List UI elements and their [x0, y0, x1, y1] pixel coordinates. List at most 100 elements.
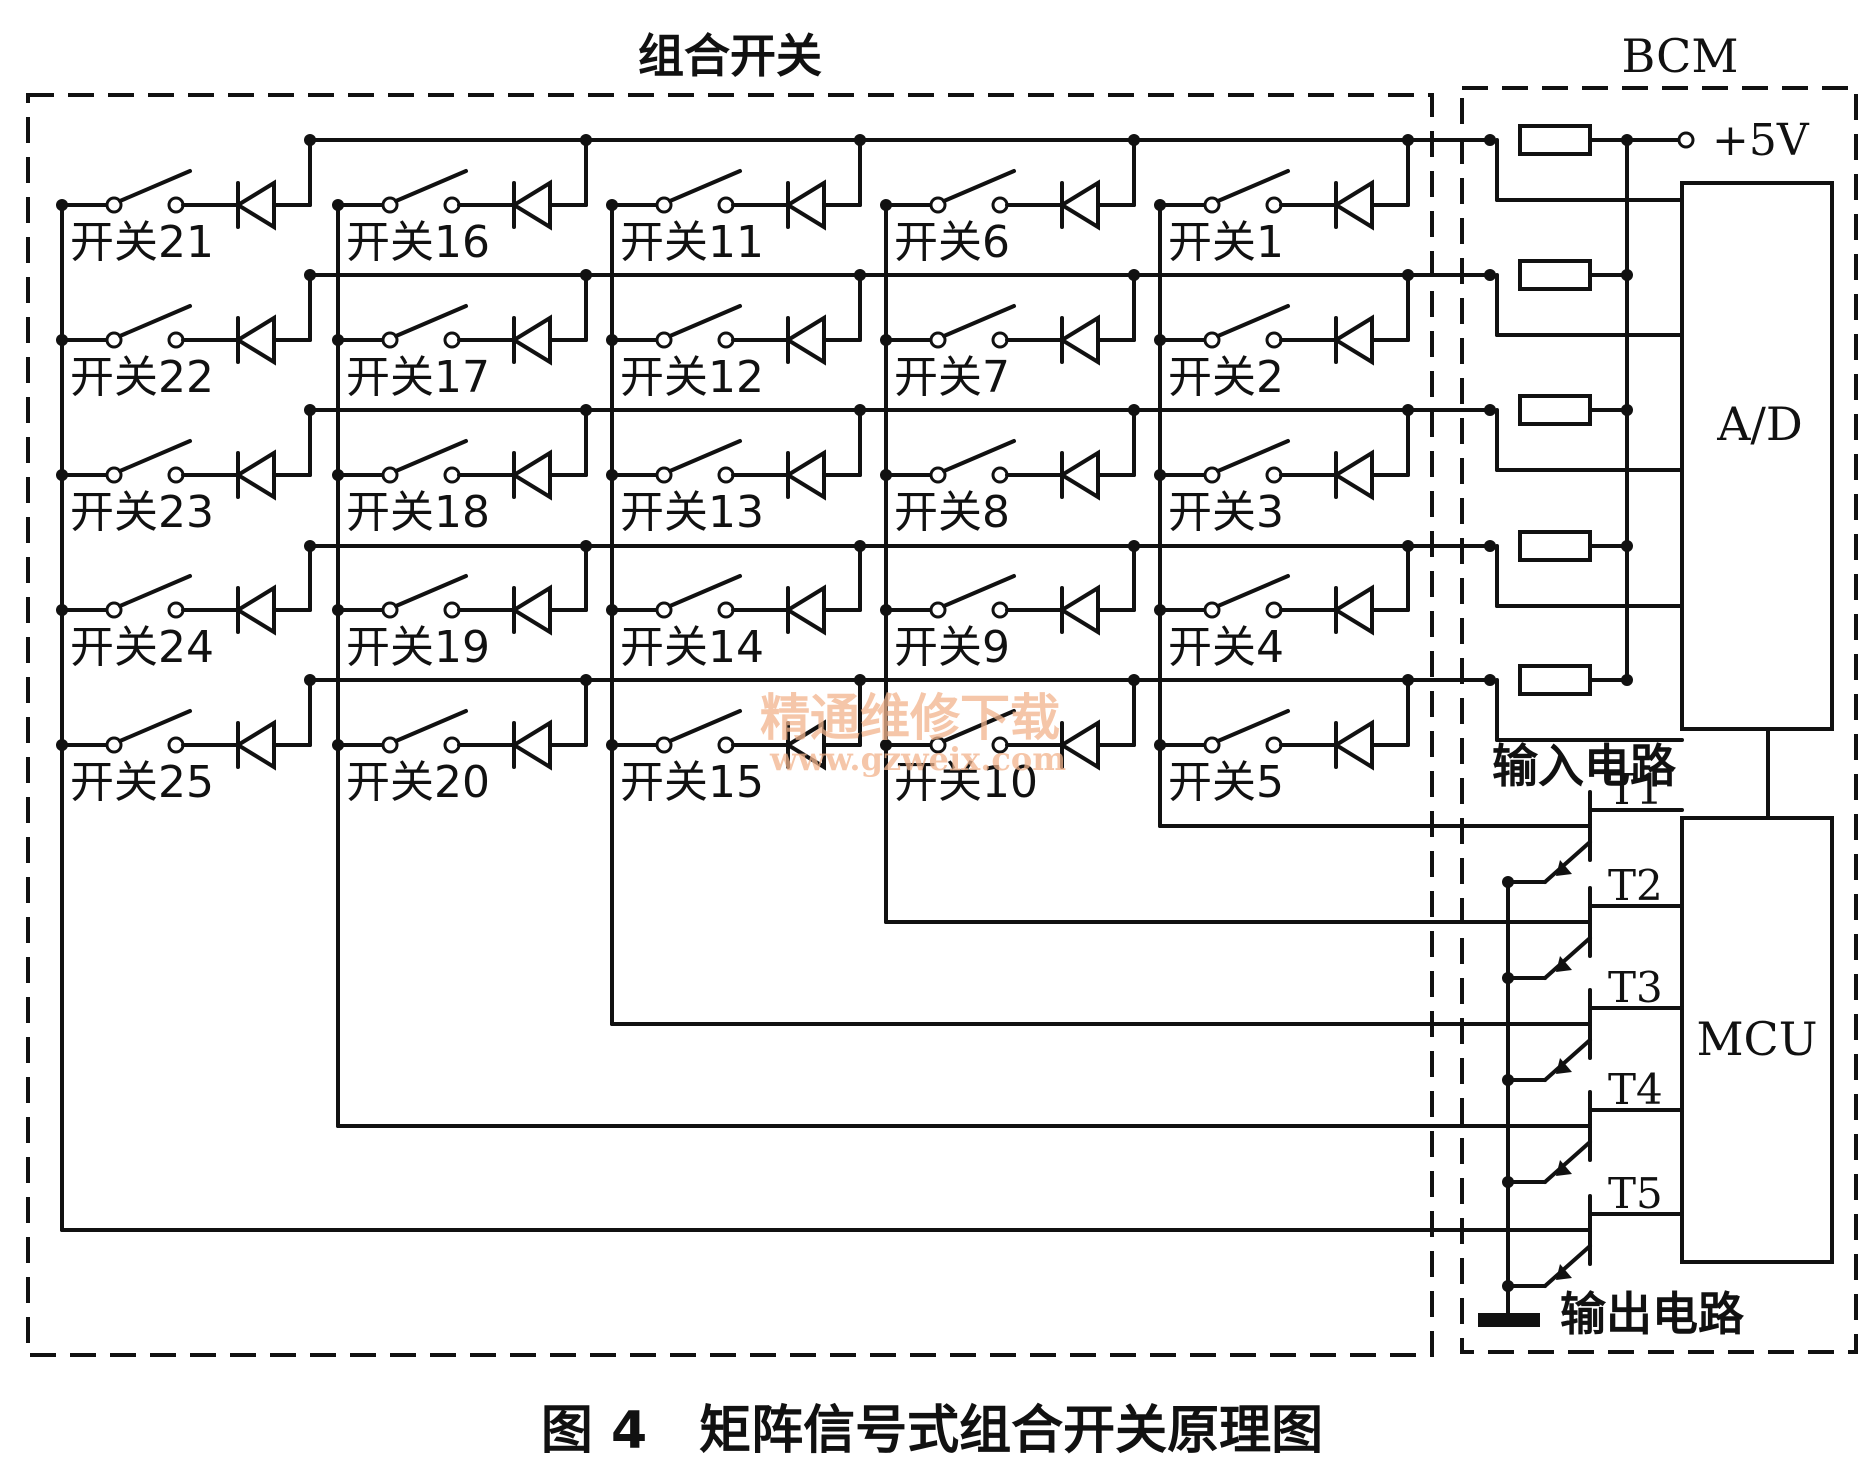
- switch-contact: [1265, 466, 1283, 484]
- switch-cell: 开关22: [56, 269, 316, 403]
- switch-contact: [717, 331, 735, 349]
- switch-contact: [717, 601, 735, 619]
- switch-contact: [991, 331, 1009, 349]
- switch-cell: 开关14: [606, 540, 866, 673]
- switch-contact: [929, 736, 947, 754]
- transistor-1: T1: [1502, 765, 1684, 888]
- switch-contact: [929, 466, 947, 484]
- switch-label: 开关6: [894, 217, 1010, 268]
- input-circuit-label: 输入电路: [1492, 739, 1677, 793]
- switch-label: 开关17: [346, 352, 490, 403]
- switch-contact: [167, 601, 185, 619]
- pullup-resistor: [1518, 664, 1592, 696]
- watermark-url: www.gzweix.com: [769, 740, 1066, 778]
- switch-cell: 开关18: [332, 404, 592, 538]
- switch-blade: [668, 304, 742, 338]
- diode-symbol: [234, 449, 276, 501]
- switch-contact: [655, 736, 673, 754]
- switch-contact: [443, 736, 461, 754]
- diode-symbol: [234, 584, 276, 636]
- switch-label: 开关5: [1168, 757, 1284, 808]
- transistor-emitter: [1543, 1244, 1592, 1288]
- bus-junction-dot: [1128, 674, 1140, 686]
- switch-label: 开关24: [70, 622, 214, 673]
- switch-contact: [717, 466, 735, 484]
- switch-blade: [1216, 574, 1290, 608]
- emitter-arrow-icon: [1556, 956, 1572, 972]
- diode-symbol: [1058, 719, 1100, 771]
- switch-blade: [668, 574, 742, 608]
- emitter-arrow-icon: [1556, 860, 1572, 876]
- switch-contact: [1203, 466, 1221, 484]
- emitter-arrow-icon: [1556, 1160, 1572, 1176]
- emitter-arrow-icon: [1556, 1058, 1572, 1074]
- switch-contact: [105, 466, 123, 484]
- switch-contact: [929, 331, 947, 349]
- switch-block-frame: [26, 93, 1434, 1357]
- emitter-junction-dot: [1502, 1074, 1514, 1086]
- switch-label: 开关15: [620, 757, 764, 808]
- switch-cell: 开关24: [56, 540, 316, 673]
- bus-junction-dot: [854, 674, 866, 686]
- switch-blade: [668, 709, 742, 743]
- switch-cell: 开关13: [606, 404, 866, 538]
- pullup-junction-dot: [1621, 540, 1633, 552]
- diode-symbol: [510, 314, 552, 366]
- pullup-junction-dot: [1621, 404, 1633, 416]
- switch-cell: 开关2: [1154, 269, 1414, 403]
- switch-label: 开关12: [620, 352, 764, 403]
- diode-symbol: [1058, 449, 1100, 501]
- diode-symbol: [1332, 314, 1374, 366]
- watermark-title: 精通维修下载: [760, 689, 1060, 747]
- transistor-label: T3: [1608, 963, 1663, 1012]
- bcm-title: BCM: [1622, 29, 1739, 83]
- transistor-2: T2: [1502, 861, 1684, 984]
- switch-cell: 开关20: [332, 674, 592, 808]
- switch-contact: [1265, 736, 1283, 754]
- input-junction-dot: [1484, 134, 1496, 146]
- transistor-4: T4: [1502, 1065, 1684, 1188]
- diode-symbol: [510, 449, 552, 501]
- switch-contact: [381, 466, 399, 484]
- adc-block: [1680, 181, 1834, 731]
- bus-junction-dot: [580, 540, 592, 552]
- adc-label: A/D: [1716, 397, 1803, 451]
- bus-junction-dot: [1402, 269, 1414, 281]
- switch-label: 开关10: [894, 757, 1038, 808]
- switch-contact: [105, 736, 123, 754]
- switch-label: 开关16: [346, 217, 490, 268]
- emitter-arrow-icon: [1556, 1264, 1572, 1280]
- switch-contact: [1203, 736, 1221, 754]
- bus-junction-dot: [1402, 404, 1414, 416]
- switch-blade: [394, 169, 468, 203]
- bus-junction-dot: [580, 269, 592, 281]
- transistor-label: T1: [1608, 765, 1663, 814]
- bus-junction-dot: [1402, 134, 1414, 146]
- switch-label: 开关18: [346, 487, 490, 538]
- diode-symbol: [510, 719, 552, 771]
- transistor-3: T3: [1502, 963, 1684, 1086]
- switch-contact: [1265, 196, 1283, 214]
- switch-contact: [1265, 331, 1283, 349]
- switch-label: 开关23: [70, 487, 214, 538]
- switch-cell: 开关15: [606, 674, 866, 808]
- bus-junction-dot: [854, 404, 866, 416]
- switch-label: 开关8: [894, 487, 1010, 538]
- bus-junction-dot: [854, 269, 866, 281]
- switch-contact: [655, 196, 673, 214]
- switch-contact: [991, 196, 1009, 214]
- switch-cell: 开关25: [56, 674, 316, 808]
- diode-symbol: [510, 179, 552, 231]
- diode-symbol: [1332, 179, 1374, 231]
- bus-junction-dot: [580, 674, 592, 686]
- bus-junction-dot: [1128, 269, 1140, 281]
- switch-contact: [443, 601, 461, 619]
- supply-label: +5V: [1712, 115, 1810, 166]
- switch-cell: 开关21: [56, 134, 316, 268]
- switch-contact: [443, 196, 461, 214]
- switch-cell: 开关1: [1154, 134, 1414, 268]
- diode-symbol: [234, 179, 276, 231]
- switch-contact: [381, 736, 399, 754]
